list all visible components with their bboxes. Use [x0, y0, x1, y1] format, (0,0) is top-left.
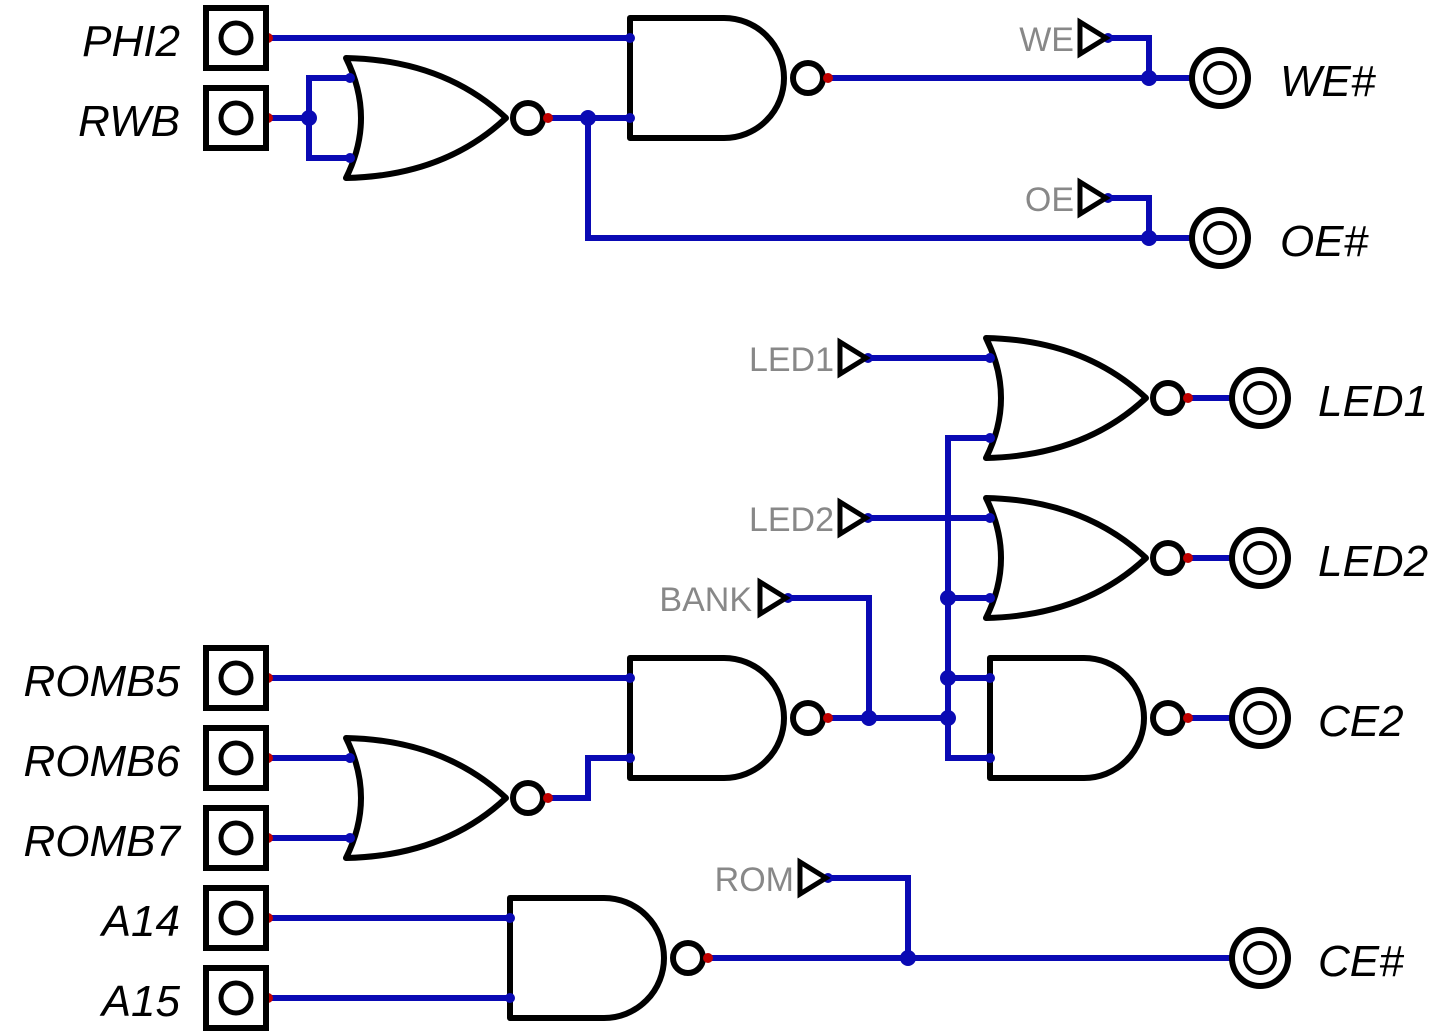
input-port-romb6[interactable]: [203, 725, 269, 791]
input-label-romb5: ROMB5: [24, 657, 181, 706]
tunnel-bank-icon: [757, 577, 791, 619]
output-port-oe: [1189, 207, 1251, 269]
nor-gate-led1: [983, 335, 1186, 461]
wire-oe-tunnel: [1105, 195, 1152, 241]
tunnel-led2-icon: [837, 497, 871, 539]
nand-gate-ce: [507, 895, 706, 1021]
input-port-rwb[interactable]: [203, 85, 269, 151]
junction-dot: [1141, 70, 1157, 86]
output-port-led1: [1229, 367, 1291, 429]
junction-dot: [861, 710, 877, 726]
nand-gate-ce2: [987, 655, 1186, 781]
tunnel-label-led1: LED1: [749, 341, 834, 379]
output-label-led1: LED1: [1318, 377, 1428, 426]
nor-gate-led2: [983, 495, 1186, 621]
junctions: [301, 70, 1157, 966]
tunnel-oe-icon: [1077, 177, 1111, 219]
tunnel-label-rom: ROM: [715, 861, 794, 899]
tunnel-we-icon: [1077, 17, 1111, 59]
wire-nor3-out: [545, 755, 633, 801]
tunnel-led1-icon: [837, 337, 871, 379]
output-label-led2: LED2: [1318, 537, 1428, 586]
wire-rom-tunnel: [825, 875, 911, 961]
tunnel-label-oe: OE: [1025, 181, 1074, 219]
input-label-romb7: ROMB7: [24, 817, 182, 866]
input-label-a15: A15: [99, 977, 181, 1026]
output-port-ce2: [1229, 687, 1291, 749]
input-label-romb6: ROMB6: [24, 737, 181, 786]
junction-dot: [940, 670, 956, 686]
input-label-phi2: PHI2: [82, 17, 180, 66]
nor-gate-rwb: [343, 55, 546, 181]
junction-dot: [940, 710, 956, 726]
wire-bank-tunnel: [785, 595, 872, 721]
input-port-romb5[interactable]: [203, 645, 269, 711]
junction-dot: [940, 590, 956, 606]
input-port-a14[interactable]: [203, 885, 269, 951]
tunnel-label-bank: BANK: [659, 581, 752, 619]
input-label-rwb: RWB: [78, 97, 180, 146]
nor-gate-romb: [343, 735, 546, 861]
output-label-oe: OE#: [1280, 217, 1369, 266]
junction-dot: [1141, 230, 1157, 246]
tunnel-rom-icon: [797, 857, 831, 899]
input-port-phi2[interactable]: [203, 5, 269, 71]
input-port-a15[interactable]: [203, 965, 269, 1031]
output-port-led2: [1229, 527, 1291, 589]
input-label-a14: A14: [99, 897, 180, 946]
input-port-romb7[interactable]: [203, 805, 269, 871]
junction-dot: [900, 950, 916, 966]
output-label-ce2: CE2: [1318, 697, 1404, 746]
wire-we-tunnel: [1105, 35, 1152, 81]
nand-gate-we: [627, 15, 826, 141]
output-label-we: WE#: [1280, 57, 1376, 106]
junction-dot: [301, 110, 317, 126]
output-label-ce: CE#: [1318, 937, 1404, 986]
output-port-ce: [1229, 927, 1291, 989]
output-port-we: [1189, 47, 1251, 109]
tunnel-label-we: WE: [1019, 21, 1074, 59]
tunnel-label-led2: LED2: [749, 501, 834, 539]
junction-dot: [580, 110, 596, 126]
nand-gate-bank: [627, 655, 826, 781]
